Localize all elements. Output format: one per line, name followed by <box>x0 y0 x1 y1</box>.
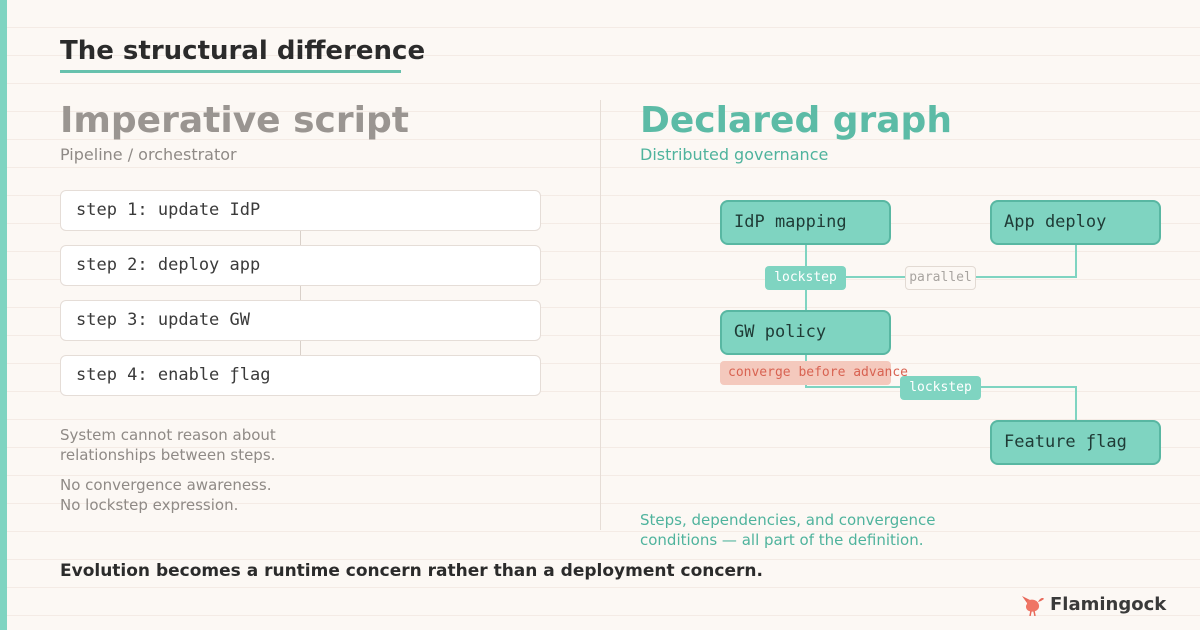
note-line: Steps, dependencies, and convergence <box>640 511 936 529</box>
lockstep-badge: lockstep <box>900 376 981 400</box>
step-connector <box>300 341 301 355</box>
imperative-heading: Imperative script <box>60 100 409 141</box>
edge-flag-up <box>1075 386 1077 422</box>
brand-name: Flamingock <box>1050 593 1167 615</box>
declared-note: Steps, dependencies, and convergence con… <box>640 510 970 550</box>
declared-subheading: Distributed governance <box>640 145 829 164</box>
node-idp-mapping: IdP mapping <box>720 200 891 245</box>
imperative-subheading: Pipeline / orchestrator <box>60 145 237 164</box>
step-item: step 3: update GW <box>60 300 541 341</box>
step-item: step 2: deploy app <box>60 245 541 286</box>
note-line: No lockstep expression. <box>60 496 239 514</box>
declared-heading: Declared graph <box>640 100 952 141</box>
step-connector <box>300 286 301 300</box>
converge-badge: converge before advance <box>720 361 908 385</box>
step-connector <box>300 231 301 245</box>
flamingo-logo-icon <box>1018 592 1046 617</box>
note-line: System cannot reason about <box>60 426 276 444</box>
note-line: No convergence awareness. <box>60 476 272 494</box>
left-accent-bar <box>0 0 7 630</box>
node-app-deploy: App deploy <box>990 200 1161 245</box>
step-item: step 4: enable ƒlag <box>60 355 541 396</box>
brand-logo: Flamingock <box>1018 592 1167 617</box>
title-underline <box>60 70 401 73</box>
footer-statement: Evolution becomes a runtime concern rath… <box>60 561 763 581</box>
imperative-note-convergence: No convergence awareness. No lockstep ex… <box>60 475 360 515</box>
node-gw-policy: GW policy <box>720 310 891 355</box>
lockstep-badge: lockstep <box>765 266 846 290</box>
page-title: The structural difference <box>60 36 426 66</box>
note-line: conditions — all part of the definition. <box>640 531 924 549</box>
parallel-badge: parallel <box>905 266 976 290</box>
step-item: step 1: update IdP <box>60 190 541 231</box>
node-feature-flag: Feature ƒlag <box>990 420 1161 465</box>
imperative-note-reasoning: System cannot reason about relationships… <box>60 425 360 465</box>
edge-app-parallel <box>1075 244 1077 278</box>
note-line: relationships between steps. <box>60 446 276 464</box>
column-divider <box>600 100 601 530</box>
